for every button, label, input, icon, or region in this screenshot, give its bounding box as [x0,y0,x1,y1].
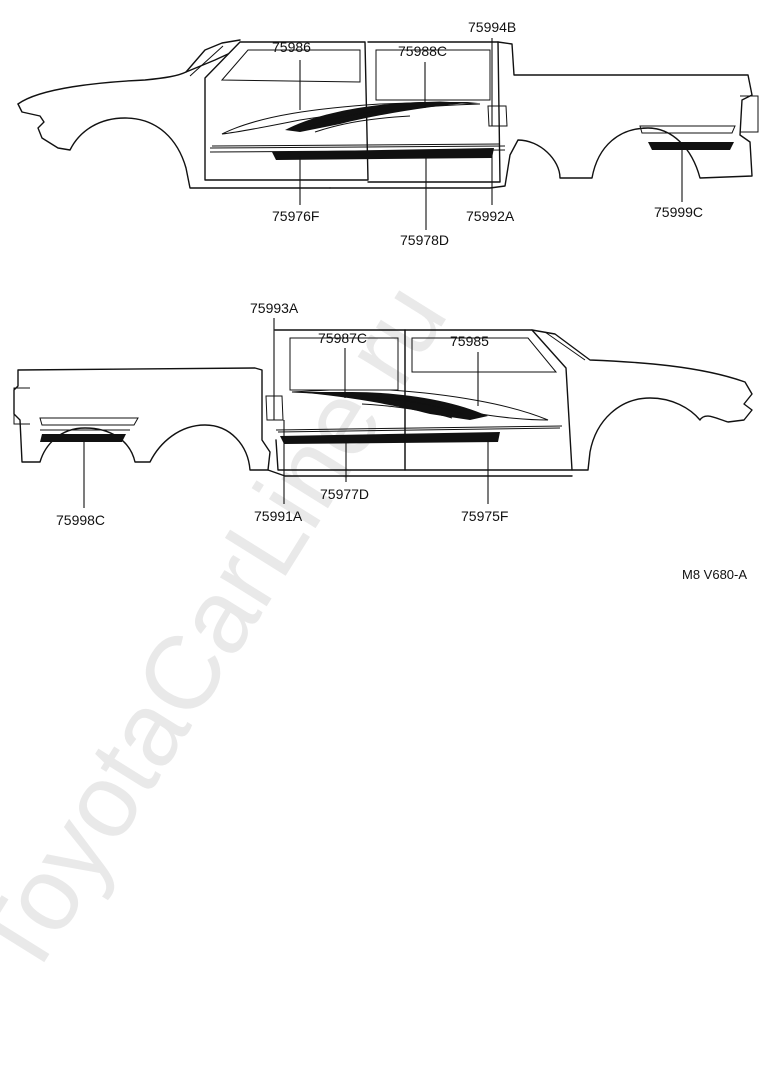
lower-vehicle-view: 75993A 75987C 75985 75998C 75991A 75977D… [13,300,753,528]
label-75993A: 75993A [250,300,299,316]
label-75978D: 75978D [400,232,449,248]
reference-code: M8 V680-A [682,567,747,582]
upper-rear-quarter [329,41,753,189]
upper-rear-door [367,41,501,183]
upper-front-fender [17,39,241,105]
upper-rear-stripe-outline [639,125,736,134]
upper-front-fender-lower [17,103,331,189]
upper-front-window [220,49,361,83]
label-75975F: 75975F [461,508,508,524]
upper-tail-light [740,95,759,133]
label-75976F: 75976F [272,208,319,224]
label-75999C: 75999C [654,204,703,220]
upper-stripe-75978D [272,148,494,160]
label-75992A: 75992A [466,208,515,224]
label-75987C: 75987C [318,330,367,346]
watermark: ToyotaCarLine.ru [0,264,469,997]
lower-stripe-75977D [280,432,500,444]
lower-front-door [404,329,573,471]
upper-vehicle-view: 75986 75988C 75994B 75976F 75978D 75992A… [17,19,759,248]
upper-rear-window [375,49,491,101]
label-75985: 75985 [450,333,489,349]
label-75998C: 75998C [56,512,105,528]
lower-rear-stripe-75998C [40,434,126,442]
upper-decal-75988C [285,102,478,132]
upper-rear-stripe-75999C [648,142,734,150]
lower-rear-stripe-outline [39,417,139,426]
lower-rear-quarter [13,367,271,471]
upper-door-handle [487,105,508,127]
upper-a-pillar [185,53,229,73]
lower-front-fender [531,329,753,471]
label-75977D: 75977D [320,486,369,502]
lower-rear-window [289,337,399,391]
lower-decal-75987C [296,392,488,420]
lower-front-window [411,337,558,373]
lower-door-handle [265,395,284,421]
label-75986: 75986 [272,39,311,55]
lower-tail-light [13,387,30,425]
label-75991A: 75991A [254,508,303,524]
label-75988C: 75988C [398,43,447,59]
label-75994B: 75994B [468,19,516,35]
